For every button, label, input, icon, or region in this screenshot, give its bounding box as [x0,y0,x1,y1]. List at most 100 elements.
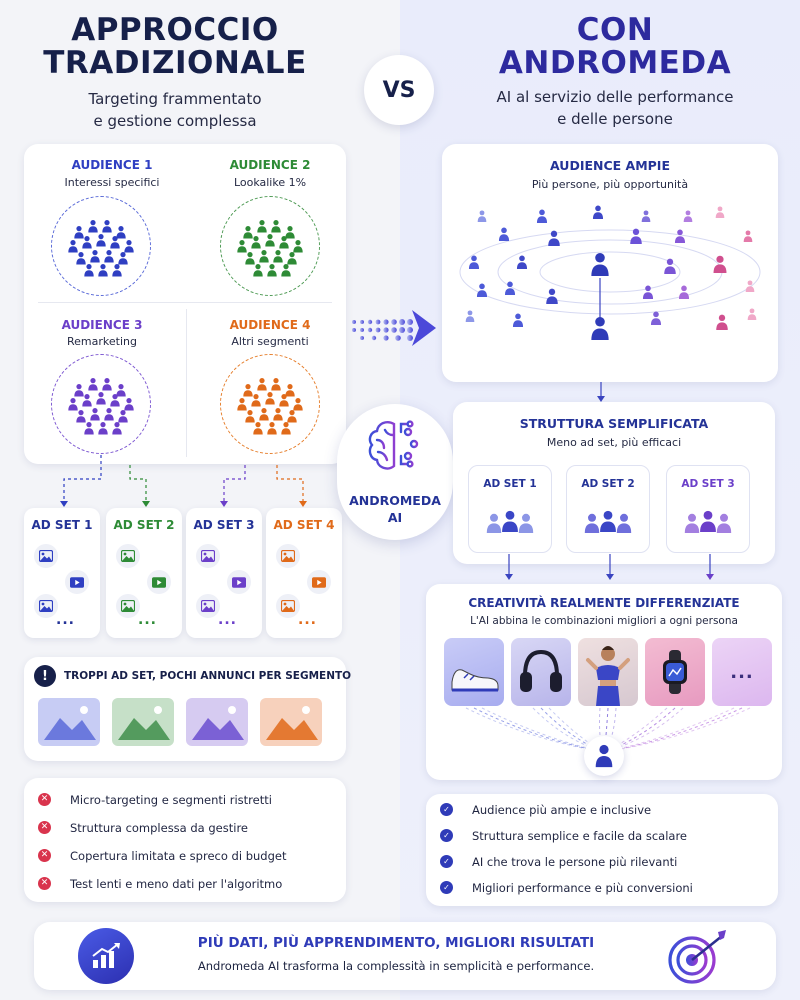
more-dots: ... [298,612,317,628]
con-item-2: Struttura complessa da gestire [70,821,249,835]
image-icon [34,544,58,568]
person-icon [124,398,134,411]
x-icon: ✕ [38,877,51,890]
right-subtitle: AI al servizio delle performance e delle… [496,88,734,128]
image-icon [276,544,300,568]
cons-card [24,778,346,902]
check-icon: ✓ [440,881,453,894]
person-icon [683,210,693,222]
person-icon [477,210,487,222]
person-icon [546,288,558,304]
more-dots: ... [218,612,237,628]
match-line [603,707,668,753]
person-icon [600,510,616,532]
person-icon [642,285,654,299]
match-line [540,707,605,753]
person-icon [281,422,291,435]
person-icon [285,226,295,239]
person-icon [641,210,651,222]
broad-audience-title: AUDIENCE AMPIE [550,158,670,173]
person-icon [243,226,253,239]
con-item-3: Copertura limitata e spreco di budget [70,849,287,863]
person-icon [243,384,253,397]
person-icon [486,513,502,533]
mountain-shape [192,718,244,740]
audience-2-desc: Lookalike 1% [233,176,307,189]
broad-audience-crowd [459,205,761,340]
audience-4-title: AUDIENCE 4 [229,318,311,332]
audience-2-circle [220,196,320,296]
person-icon [118,410,128,423]
person-icon [104,408,114,421]
mountain-shape [118,718,170,740]
audience-1-circle [51,196,151,296]
person-icon [267,264,277,277]
person-icon [96,392,106,405]
person-icon [265,392,275,405]
person-icon [112,264,122,277]
creative-title: CREATIVITÀ REALMENTE DIFFERENZIATE [468,596,740,610]
person-icon [465,310,475,322]
broad-adset-card-3: AD SET 3 [666,465,750,553]
right-title: CON ANDROMEDA [498,12,732,81]
brain-icon [368,420,419,470]
more-dots: ... [138,612,157,628]
creative-placeholders [38,698,322,746]
person-icon [265,234,275,247]
adset-people-icons [486,510,732,533]
vs-badge: VS [364,55,434,125]
adset-down-arrows [505,554,714,580]
adset-card-1: AD SET 1 ... [24,508,100,638]
mountain-shape [44,718,96,740]
person-icon [90,250,100,263]
person-icon [76,410,86,423]
mountain-shape [266,718,318,740]
image-icon [276,594,300,618]
pro-item-2: Struttura semplice e facile da scalare [472,829,688,843]
person-icon [257,378,267,391]
person-icon [591,316,609,340]
person-icon [594,744,614,768]
person-icon [678,285,690,299]
image-icon [196,594,220,618]
person-icon [287,252,297,265]
audience-1-title: AUDIENCE 1 [71,158,153,172]
person-icon [273,408,283,421]
person-icon [591,252,609,276]
person-icon [74,226,84,239]
person-icon [118,252,128,265]
person-icon [287,410,297,423]
adset-connectors [60,455,307,507]
person-icon [285,384,295,397]
divider-v [186,309,187,457]
person-icon [273,250,283,263]
person-icon [84,264,94,277]
divider-h [38,302,332,303]
match-line [603,707,743,753]
person-icon [104,250,114,263]
ai-badge-label: ANDROMEDA AI [349,493,441,525]
x-icon: ✕ [38,793,51,806]
video-icon [227,570,251,594]
pros-card [426,794,778,906]
structure-title: STRUTTURA SEMPLIFICATA [519,416,709,431]
person-icon [684,513,700,533]
person-icon [88,378,98,391]
match-line [603,707,751,753]
pro-item-1: Audience più ampie e inclusive [472,803,652,817]
person-icon [251,394,261,407]
orbit-ring [497,239,723,305]
image-icon [196,544,220,568]
down-arrow-icon [597,382,605,402]
creative-fitness-model [578,638,638,706]
person-icon [715,206,725,218]
chart-icon [78,928,134,984]
audience-4-desc: Altri segmenti [231,335,309,348]
person-icon [716,314,728,330]
footer-banner: PIÙ DATI, PIÙ APPRENDIMENTO, MIGLIORI RI… [34,922,776,990]
sun-shape [154,706,162,714]
image-icon [116,544,140,568]
person-icon [502,510,518,532]
x-icon: ✕ [38,821,51,834]
sun-shape [302,706,310,714]
